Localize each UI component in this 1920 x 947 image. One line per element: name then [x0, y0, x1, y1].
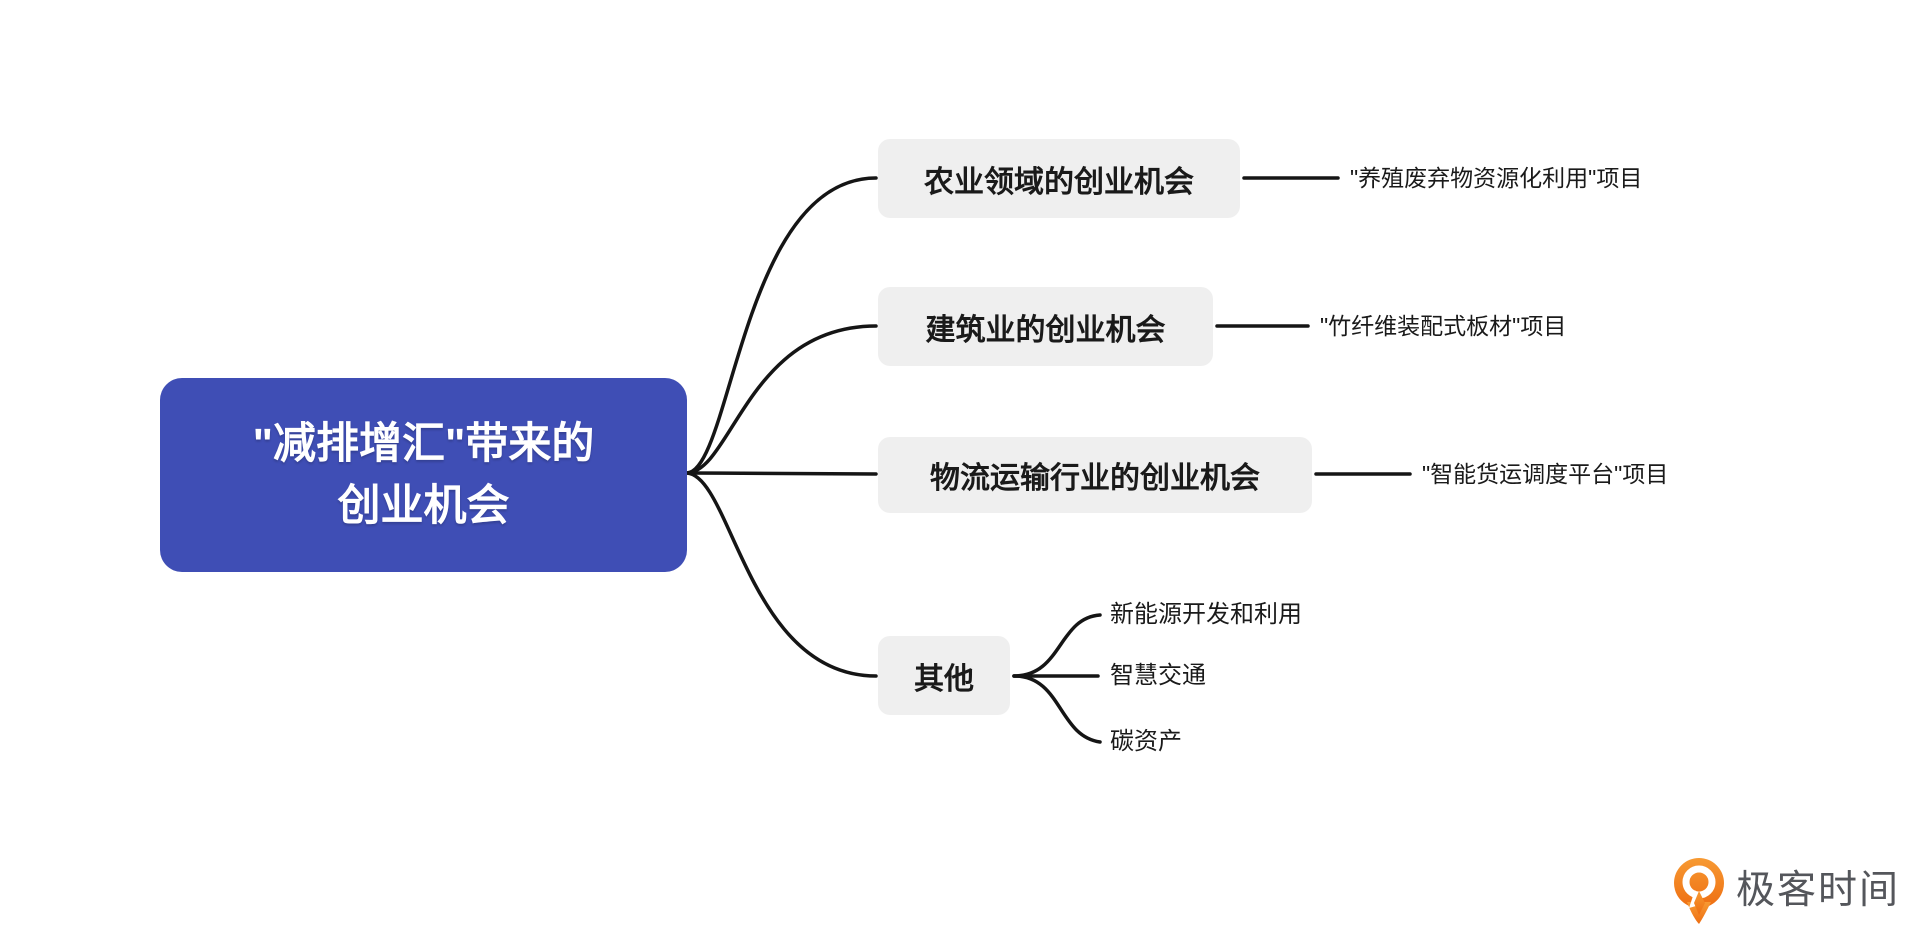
branch-node-others[interactable]: 其他	[878, 636, 1010, 715]
branch-node-logistics[interactable]: 物流运输行业的创业机会	[878, 437, 1312, 513]
leaf-node-carbon-assets[interactable]: 碳资产	[1110, 728, 1182, 755]
branch-label: 其他	[914, 662, 974, 696]
leaf-node-construction-project[interactable]: "竹纤维装配式板材"项目	[1320, 313, 1567, 339]
branch-node-construction[interactable]: 建筑业的创业机会	[878, 287, 1213, 366]
connector-root-logistics	[685, 471, 878, 476]
branch-node-agriculture[interactable]: 农业领域的创业机会	[878, 139, 1240, 218]
leaf-node-new-energy[interactable]: 新能源开发和利用	[1110, 601, 1302, 628]
root-label-line2: 创业机会	[337, 482, 510, 530]
leaf-node-smart-transport[interactable]: 智慧交通	[1110, 662, 1206, 689]
connector-root-construction	[685, 324, 878, 475]
root-label-line1: "减排增汇"带来的	[252, 420, 595, 468]
connector-others-leaf3	[1012, 674, 1102, 744]
root-node[interactable]: "减排增汇"带来的 创业机会	[160, 378, 687, 572]
geektime-logo: 极客时间	[1672, 856, 1900, 926]
branch-label: 物流运输行业的创业机会	[930, 462, 1260, 495]
leaf-node-logistics-project[interactable]: "智能货运调度平台"项目	[1422, 461, 1669, 487]
geektime-logo-icon	[1674, 858, 1724, 924]
connector-root-agriculture	[685, 176, 878, 475]
branch-label: 农业领域的创业机会	[924, 165, 1194, 199]
connector-others-leaf1	[1012, 613, 1102, 678]
geektime-logo-text: 极客时间	[1736, 869, 1901, 912]
branch-label: 建筑业的创业机会	[925, 313, 1166, 347]
leaf-node-agriculture-project[interactable]: "养殖废弃物资源化利用"项目	[1350, 165, 1643, 191]
connector-root-others	[685, 471, 878, 678]
